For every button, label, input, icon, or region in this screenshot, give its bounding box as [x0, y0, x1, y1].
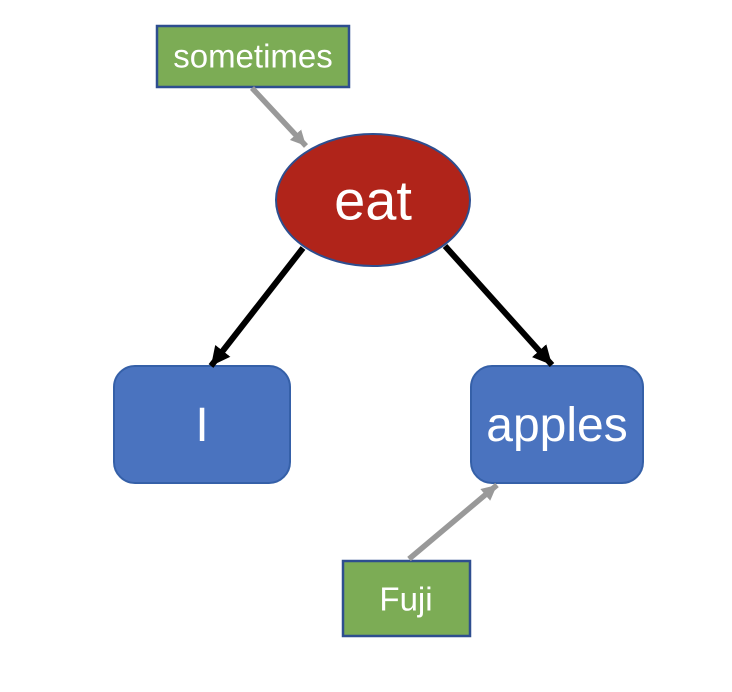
edge-eat-apples-arrow: [442, 243, 555, 368]
node-i: [113, 365, 291, 484]
edge-sometimes-eat-arrow: [249, 86, 309, 148]
edge-fuji-apples-arrow: [407, 482, 499, 562]
node-apples-label: apples: [486, 399, 627, 452]
node-fuji-label: Fuji: [379, 581, 432, 618]
node-eat: [275, 133, 471, 267]
node-apples: [470, 365, 644, 484]
node-i-label: I: [195, 399, 208, 452]
node-fuji: [341, 559, 472, 638]
node-eat-label: eat: [334, 169, 412, 232]
node-sometimes-label: sometimes: [173, 38, 333, 75]
node-sometimes: [155, 24, 351, 89]
edge-eat-i-arrow: [208, 246, 306, 368]
